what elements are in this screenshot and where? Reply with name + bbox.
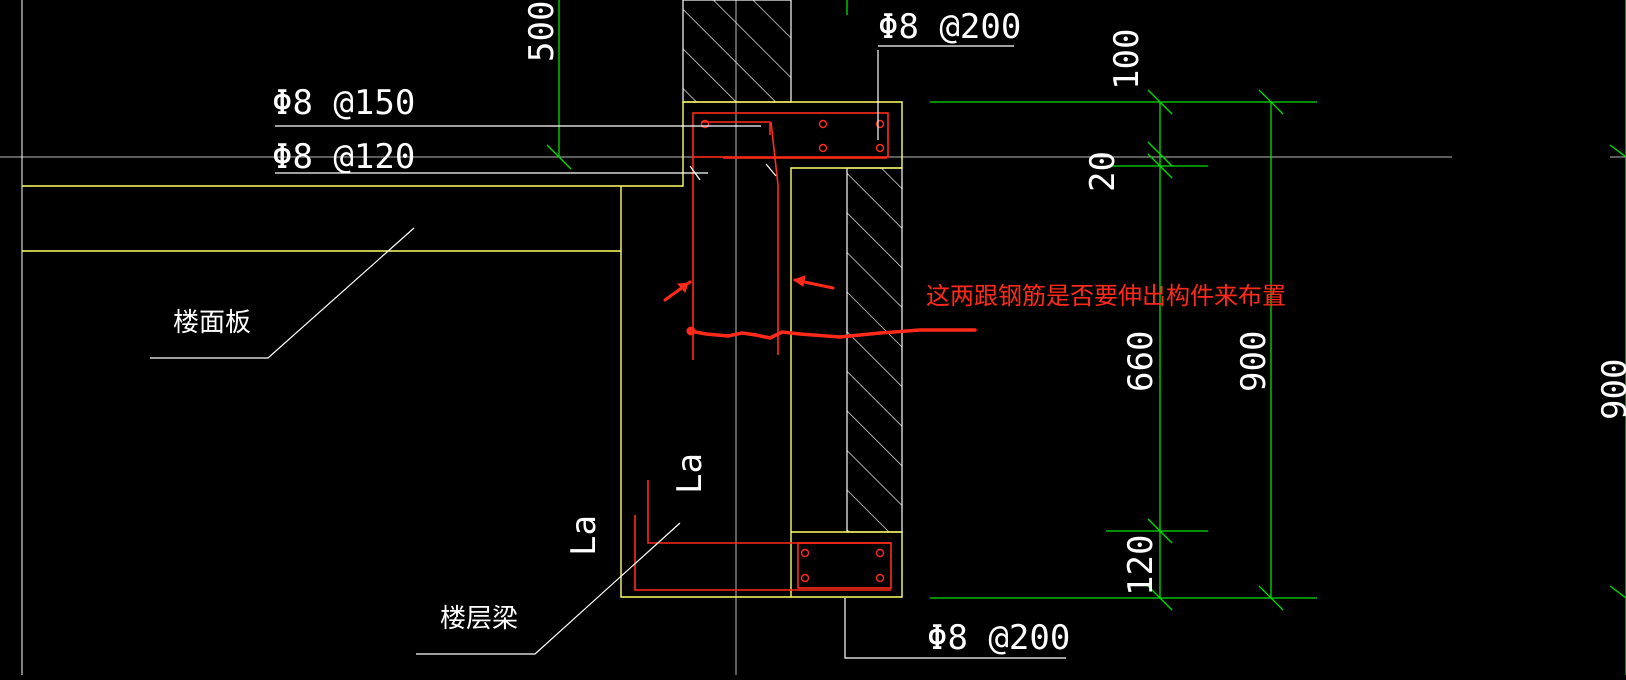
dimension-lines (546, 0, 1626, 675)
dim-edge-right: 900 (1595, 359, 1626, 420)
rebar-dots (700, 119, 885, 583)
leader-lines (150, 45, 1066, 659)
dim-120: 120 (1121, 535, 1161, 596)
upper-wall-hatch (682, 0, 792, 103)
floor-slab-label: 楼面板 (173, 308, 251, 338)
dim-100: 100 (1107, 29, 1147, 90)
dim-20: 20 (1083, 151, 1123, 192)
la-label-left: La (564, 515, 604, 556)
concrete-outline (22, 101, 903, 598)
rebar-label-top-right: Φ8 @200 (878, 7, 1021, 47)
rebar-label-120: Φ8 @120 (272, 137, 415, 177)
question-note: 这两跟钢筋是否要伸出构件来布置 (926, 282, 1286, 310)
lower-wall-hatch (846, 167, 903, 533)
rebar-lines (634, 112, 892, 591)
red-markup (663, 275, 977, 340)
rebar-label-bottom: Φ8 @200 (927, 618, 1070, 658)
dim-500: 500 (522, 1, 562, 62)
dim-660: 660 (1121, 331, 1161, 392)
dim-900: 900 (1234, 331, 1274, 392)
floor-beam-label: 楼层梁 (440, 604, 518, 634)
la-label-right: La (670, 453, 710, 494)
rebar-label-150: Φ8 @150 (272, 83, 415, 123)
